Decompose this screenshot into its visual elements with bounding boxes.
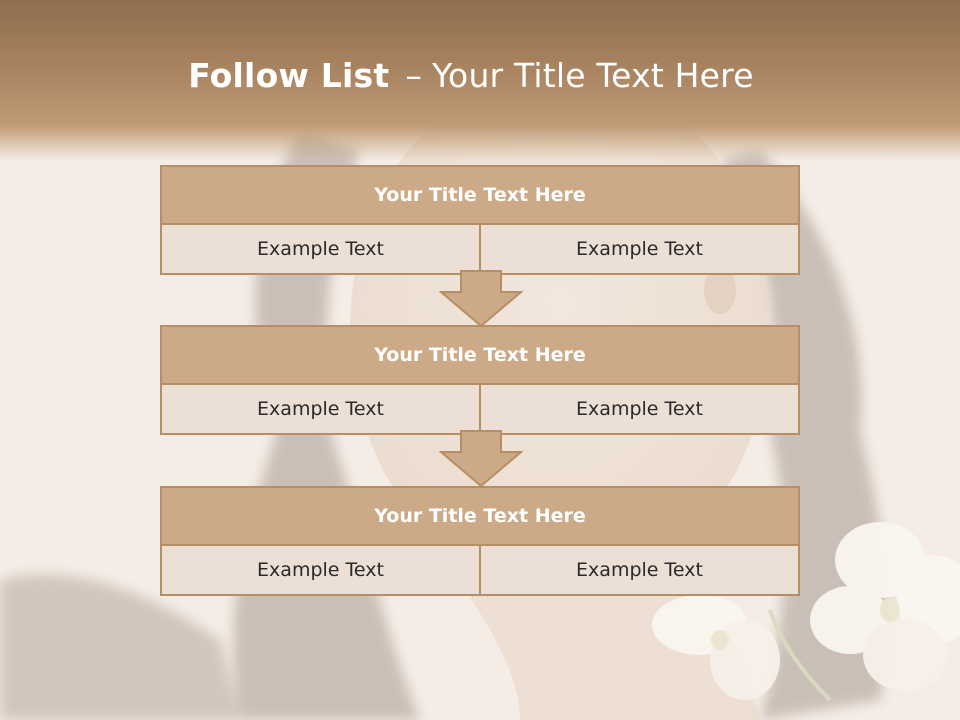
down-arrow-icon [439,270,523,328]
block-title: Your Title Text Here [162,488,798,546]
slide-title: Follow List–Your Title Text Here [0,56,942,95]
block-cell-right: Example Text [479,225,798,273]
block-cell-right: Example Text [479,546,798,594]
slide-title-rest: Your Title Text Here [432,56,754,95]
down-arrow-icon [439,430,523,488]
list-block-2: Your Title Text Here Example Text Exampl… [160,325,800,435]
block-cell-left: Example Text [257,559,384,581]
block-title: Your Title Text Here [162,167,798,225]
block-row: Example Text Example Text [162,225,798,273]
block-row: Example Text Example Text [162,546,798,594]
header-band [0,0,960,160]
list-block-1: Your Title Text Here Example Text Exampl… [160,165,800,275]
orchid-flower-icon [652,522,960,702]
block-cell-left: Example Text [257,398,384,420]
block-row: Example Text Example Text [162,385,798,433]
block-title: Your Title Text Here [162,327,798,385]
list-block-3: Your Title Text Here Example Text Exampl… [160,486,800,596]
block-cell-right: Example Text [479,385,798,433]
slide-title-separator: – [405,56,423,95]
slide-title-bold: Follow List [188,56,390,95]
block-cell-left: Example Text [257,238,384,260]
